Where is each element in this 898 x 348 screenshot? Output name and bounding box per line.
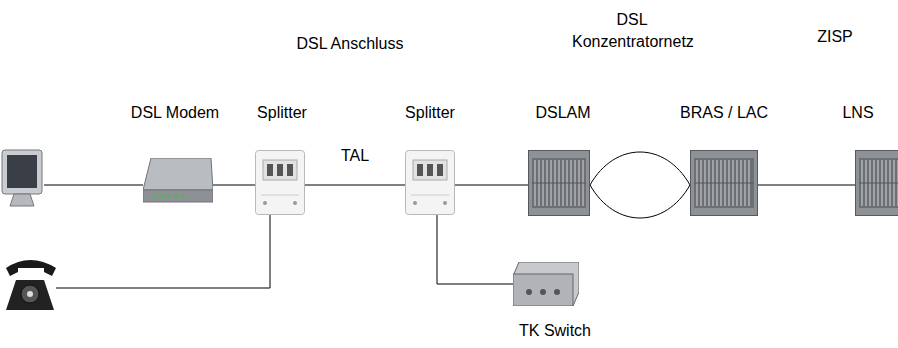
device-label: LNS (842, 104, 873, 122)
cable (213, 185, 255, 186)
section-label: DSL Anschluss (296, 33, 403, 55)
cable (437, 215, 513, 284)
device-label: DSLAM (535, 104, 590, 122)
device-label: Splitter (257, 104, 307, 122)
network-device: DSLAM (528, 150, 590, 216)
network-device: LNS (855, 150, 898, 216)
device-label: Splitter (405, 104, 455, 122)
device-label: TK Switch (519, 322, 591, 340)
network-device: DSL Modem (143, 158, 213, 208)
section-label: DSL Konzentratornetz (572, 9, 692, 53)
device-label: BRAS / LAC (680, 104, 768, 122)
cable (305, 185, 405, 186)
line-label: TAL (339, 147, 371, 165)
device-label: DSL Modem (131, 104, 219, 122)
rack-picture (855, 150, 898, 216)
modem-picture (143, 158, 213, 208)
tk-picture (513, 262, 579, 306)
network-device: TK Switch (513, 262, 579, 306)
monitor-icon (2, 150, 42, 206)
cable (758, 185, 855, 186)
cable (56, 215, 270, 288)
telephone-icon (6, 260, 56, 310)
rack-picture (528, 150, 590, 216)
cable (590, 152, 690, 185)
rack-picture (690, 150, 758, 216)
network-device: BRAS / LAC (690, 150, 758, 216)
splitter-picture (405, 150, 455, 215)
splitter-picture (255, 150, 305, 215)
cable (44, 185, 143, 186)
network-device: Splitter (405, 150, 455, 215)
section-label: ZISP (817, 26, 853, 48)
cable (590, 185, 690, 218)
network-device: Splitter (255, 150, 305, 215)
cable (455, 185, 528, 186)
